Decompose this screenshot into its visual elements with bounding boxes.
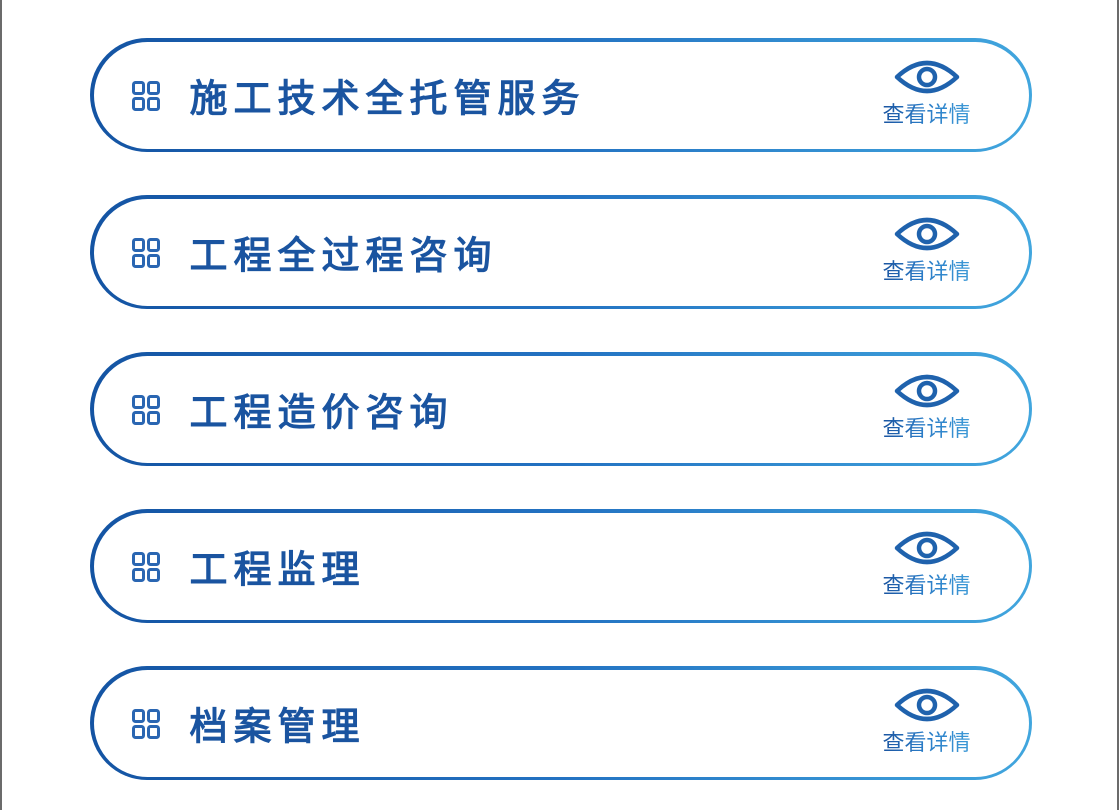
service-card-construction-tech-hosting[interactable]: 施工技术全托管服务 查看详情 — [90, 38, 1032, 152]
service-title: 工程全过程咨询 — [189, 233, 498, 278]
view-details-label: 查看详情 — [882, 259, 971, 285]
grid-icon — [131, 394, 160, 425]
view-details-button[interactable]: 查看详情 — [875, 527, 979, 600]
eye-icon — [894, 60, 959, 93]
eye-icon — [894, 688, 959, 721]
eye-icon — [894, 531, 959, 564]
view-details-button[interactable]: 查看详情 — [875, 684, 979, 757]
view-details-label: 查看详情 — [882, 730, 971, 756]
service-menu: 施工技术全托管服务 查看详情 工程全过程咨询 — [90, 38, 1032, 780]
view-details-label: 查看详情 — [882, 416, 971, 442]
service-title: 工程监理 — [189, 547, 366, 592]
grid-icon — [131, 237, 160, 268]
service-card-supervision[interactable]: 工程监理 查看详情 — [90, 509, 1032, 623]
view-details-button[interactable]: 查看详情 — [875, 56, 979, 129]
service-title: 档案管理 — [189, 704, 366, 749]
card-body: 工程全过程咨询 查看详情 — [93, 198, 1029, 306]
service-card-whole-process-consulting[interactable]: 工程全过程咨询 查看详情 — [90, 195, 1032, 309]
view-details-button[interactable]: 查看详情 — [875, 370, 979, 443]
eye-icon — [894, 217, 959, 250]
card-body: 施工技术全托管服务 查看详情 — [93, 41, 1029, 149]
view-details-label: 查看详情 — [882, 573, 971, 599]
grid-icon — [131, 551, 160, 582]
service-card-cost-consulting[interactable]: 工程造价咨询 查看详情 — [90, 352, 1032, 466]
view-details-button[interactable]: 查看详情 — [875, 213, 979, 286]
card-body: 档案管理 查看详情 — [93, 669, 1029, 777]
grid-icon — [131, 708, 160, 739]
card-body: 工程造价咨询 查看详情 — [93, 355, 1029, 463]
grid-icon — [131, 80, 160, 111]
service-title: 施工技术全托管服务 — [189, 76, 586, 121]
card-body: 工程监理 查看详情 — [93, 512, 1029, 620]
eye-icon — [894, 374, 959, 407]
service-card-archive-management[interactable]: 档案管理 查看详情 — [90, 666, 1032, 780]
service-title: 工程造价咨询 — [189, 390, 454, 435]
view-details-label: 查看详情 — [882, 102, 971, 128]
